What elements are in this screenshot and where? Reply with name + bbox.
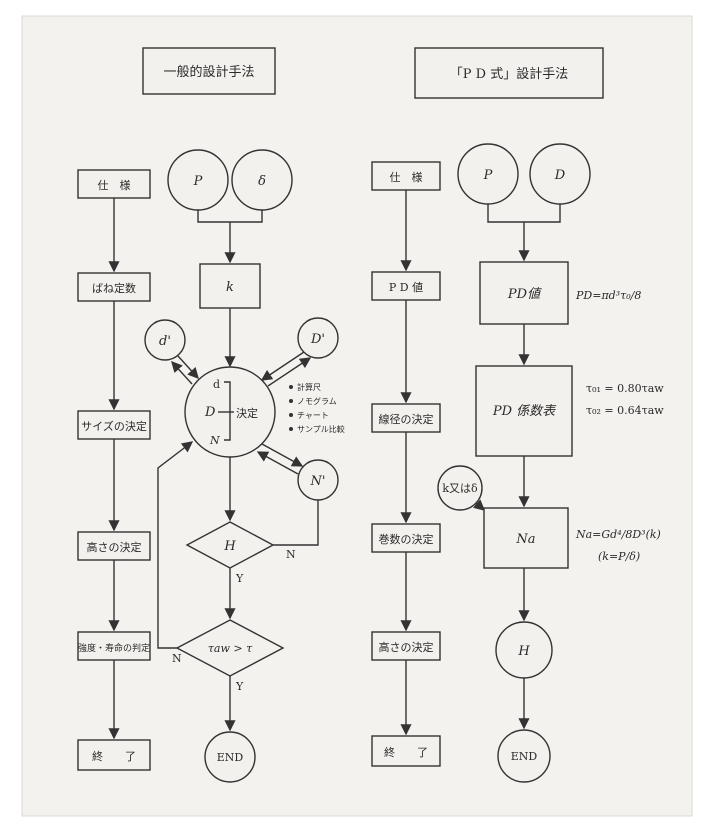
left-tau-label: τaw > τ [208, 642, 253, 655]
right-pd-table: PD 係数表 [492, 404, 557, 419]
right-spec-box-3 [371, 403, 441, 433]
right-na-formula: Na=Gd⁴/8D³(k) [575, 528, 661, 541]
right-spec-4: 巻数の決定 [379, 532, 434, 546]
right-k-formula: (k=P/δ) [598, 550, 640, 563]
right-tau1: τ₀₁ = 0.80τaw [586, 382, 664, 395]
left-input-delta-label: δ [258, 174, 266, 189]
right-input-P-label: P [483, 168, 493, 183]
left-center-d: d [213, 378, 220, 391]
right-spec-6: 終 了 [384, 745, 428, 759]
right-input-D-label: D [554, 168, 566, 183]
left-spec-5: 強度・寿命の判定 [78, 642, 150, 654]
right-pd-value: PD値 [507, 287, 542, 302]
left-spec-2: ばね定数 [92, 281, 136, 295]
left-tool-4: サンプル比較 [297, 424, 345, 434]
left-tau-yes: Y [235, 680, 244, 693]
left-title-box [142, 47, 276, 95]
right-title-box [414, 47, 604, 99]
left-k-box [199, 263, 261, 309]
right-spec-box-1 [371, 161, 441, 191]
right-na-box [483, 507, 569, 569]
left-end: END [217, 751, 244, 764]
left-end-circle [204, 731, 256, 783]
left-spec-box-5 [77, 631, 151, 661]
left-tool-1: 計算尺 [297, 382, 321, 392]
right-k-or-d: k又はδ [442, 482, 478, 495]
left-H-label: H [223, 539, 236, 554]
left-title: 一般的設計手法 [163, 64, 254, 80]
left-H-no: N [286, 548, 296, 561]
right-spec-1: 仕 様 [390, 170, 423, 184]
right-spec-5: 高さの決定 [379, 640, 434, 654]
left-H-yes: Y [235, 572, 244, 585]
left-spec-1: 仕 様 [98, 178, 131, 192]
left-tool-3: チャート [297, 411, 329, 420]
right-spec-box-2 [371, 271, 441, 301]
left-spec-box-6 [77, 739, 151, 771]
right-pd-table-box [475, 365, 573, 457]
left-tool-2: ノモグラム [297, 396, 337, 406]
right-title: 「P D 式」設計手法 [450, 66, 568, 82]
right-spec-box-4 [371, 523, 441, 553]
left-d-prime: d' [159, 334, 171, 349]
left-D-prime-circle [297, 317, 339, 359]
left-center-label: 決定 [236, 406, 258, 420]
left-center-N: N [209, 434, 220, 447]
right-spec-box-6 [371, 735, 441, 767]
right-spec-3: 線径の決定 [379, 412, 434, 426]
left-k-label: k [226, 280, 234, 295]
left-spec-box-3 [77, 410, 151, 440]
left-spec-box-1 [77, 169, 151, 199]
left-d-prime-circle [144, 319, 186, 361]
right-H: H [517, 644, 530, 659]
right-pd-formula: PD=πd³τ₀/8 [575, 289, 641, 302]
right-tau2: τ₀₂ = 0.64τaw [586, 404, 664, 417]
left-N-prime: N' [310, 474, 326, 489]
left-tau-no: N [172, 652, 182, 665]
left-D-prime: D' [310, 332, 325, 347]
right-end: END [511, 750, 538, 763]
left-input-P-label: P [193, 174, 203, 189]
right-k-or-d-circle [437, 465, 483, 511]
right-spec-2: P D 値 [389, 281, 423, 294]
left-spec-6: 終 了 [92, 749, 136, 763]
right-na: Na [515, 532, 535, 547]
right-pd-box [479, 261, 569, 325]
left-spec-4: 高さの決定 [87, 540, 142, 554]
right-end-circle [497, 729, 551, 783]
left-center-D: D [204, 405, 216, 420]
left-spec-3: サイズの決定 [81, 419, 147, 433]
